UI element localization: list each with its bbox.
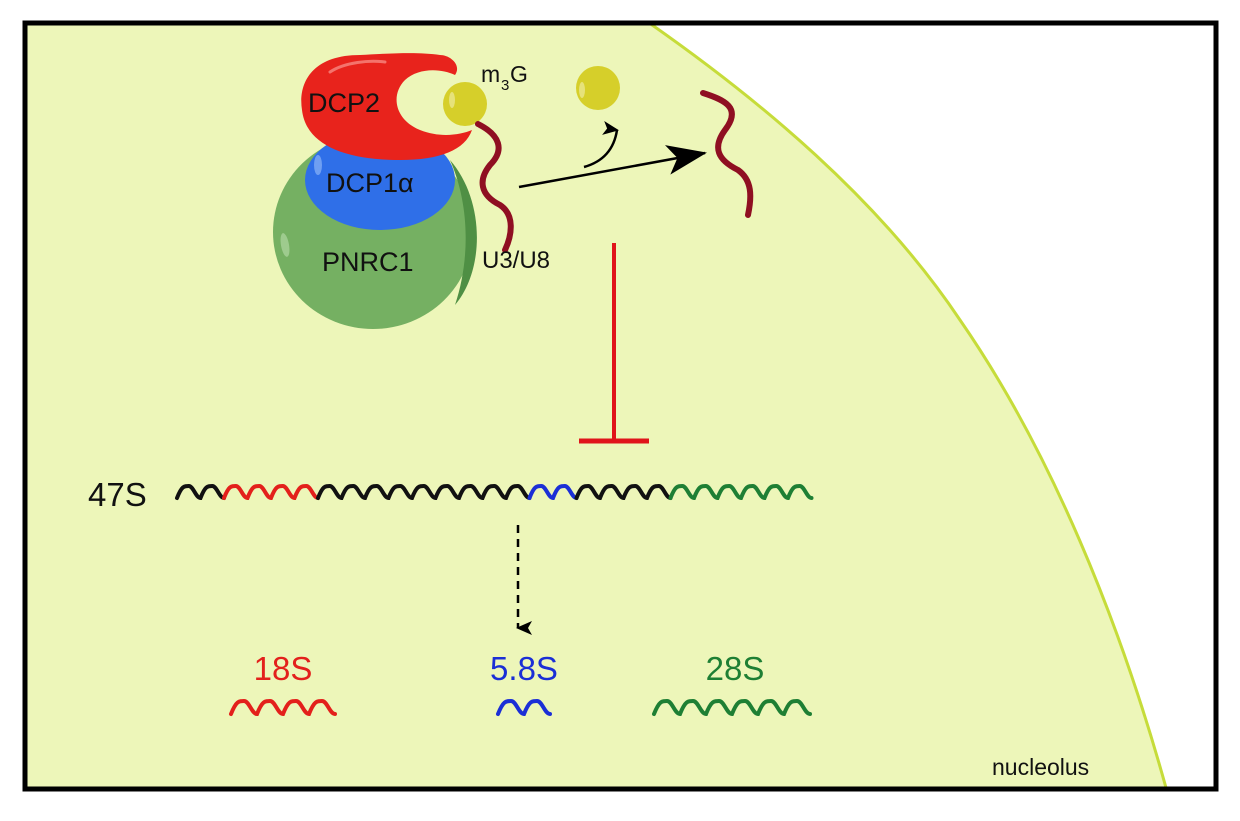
products-rna — [229, 698, 812, 717]
product-wave-5-8s — [496, 698, 552, 717]
cap-release-arrow — [583, 120, 619, 169]
precursor-segment-red — [222, 483, 320, 501]
cap-label: m 3 G — [481, 61, 528, 94]
product-28s-label: 28S — [706, 650, 765, 687]
pnrc1-label: PNRC1 — [322, 247, 414, 277]
precursor-segment-black — [175, 483, 226, 501]
precursor-47s-label: 47S — [88, 476, 147, 513]
dcp2-label: DCP2 — [308, 88, 380, 118]
dcp2-protein — [301, 53, 472, 160]
precursor-segment-green — [668, 483, 814, 501]
svg-text:G: G — [510, 61, 528, 87]
precursor-47s-rna — [175, 483, 814, 501]
product-wave-18s — [229, 698, 337, 717]
precursor-segment-black — [574, 483, 673, 501]
frame-border — [22, 20, 1219, 792]
dcp1a-label: DCP1α — [326, 168, 414, 198]
precursor-segment-blue — [527, 483, 579, 501]
product-5-8s-label: 5.8S — [490, 650, 558, 687]
nucleolus-label: nucleolus — [992, 754, 1089, 780]
product-wave-28s — [652, 698, 812, 717]
precursor-segment-black — [316, 483, 532, 501]
snorna-label: U3/U8 — [482, 247, 550, 274]
product-18s-label: 18S — [254, 650, 313, 687]
nucleolus-boundary — [646, 23, 1168, 789]
inhibition-bar — [579, 243, 649, 444]
svg-text:3: 3 — [501, 77, 509, 94]
snorna-decapped — [700, 90, 754, 218]
svg-text:m: m — [481, 61, 500, 87]
cap-m3g-released — [576, 66, 620, 110]
snorna-u3u8-bound — [475, 121, 514, 253]
decapping-arrow — [518, 145, 707, 189]
cap-m3g-bound — [443, 82, 487, 126]
